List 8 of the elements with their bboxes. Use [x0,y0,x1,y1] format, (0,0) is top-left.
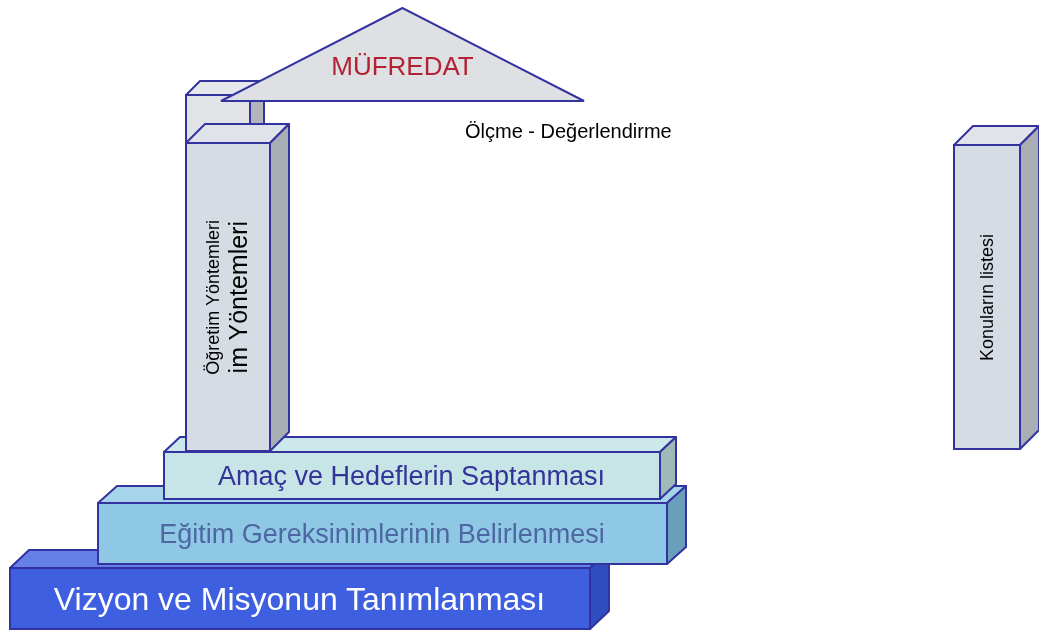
slab-label: Eğitim Gereksinimlerinin Belirlenmesi [159,520,605,548]
pillar-label: im Yöntemleri [226,221,251,374]
pillar-label: Konuların listesi [977,233,996,362]
roof-label: MÜFREDAT [331,53,474,79]
text-label: Ölçme - Değerlendirme [465,119,672,144]
slab-label: Amaç ve Hedeflerin Saptanması [217,462,606,490]
slab-label: Vizyon ve Misyonun Tanımlanması [53,583,546,615]
pillar-label: Öğretim Yöntemleri [204,220,222,375]
